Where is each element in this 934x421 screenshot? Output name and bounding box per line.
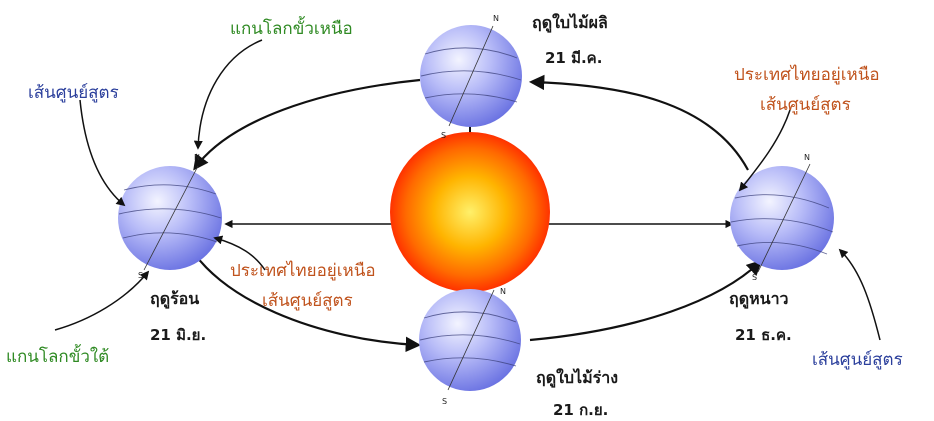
label-equator-left: เส้นศูนย์สูตร: [28, 83, 119, 103]
earth-spring: N S: [420, 14, 522, 140]
orbit-arrow-summer-to-autumn: [184, 237, 422, 353]
pole-n-winter: N: [804, 153, 810, 162]
pole-n-summer: N: [194, 153, 200, 162]
label-thailand-left-1: ประเทศไทยอยู่เหนือ: [230, 260, 376, 281]
pointer-equator-right: [838, 248, 881, 341]
orbit-arrow-autumn-to-winter: [529, 259, 763, 342]
callout-arrows: [54, 39, 881, 341]
season-summer-date: 21 มิ.ย.: [150, 326, 206, 344]
orbit-path: [184, 74, 763, 353]
season-autumn-name: ฤดูใบไม้ร่าง: [536, 368, 618, 389]
pole-n-autumn: N: [500, 287, 506, 296]
season-autumn-date: 21 ก.ย.: [553, 401, 608, 419]
earth-winter: N S: [730, 153, 834, 282]
label-thailand-right-1: ประเทศไทยอยู่เหนือ: [734, 64, 880, 85]
label-north-axis: แกนโลกขั้วเหนือ: [230, 16, 353, 39]
pole-s-autumn: S: [442, 397, 447, 406]
label-south-axis: แกนโลกขั้วใต้: [6, 344, 109, 367]
earth-autumn: N S: [419, 287, 521, 406]
pole-s-spring: S: [441, 131, 446, 140]
pointer-thailand-right: [738, 109, 791, 192]
pole-n-spring: N: [493, 14, 499, 23]
sun: [390, 132, 550, 292]
label-thailand-right-2: เส้นศูนย์สูตร: [760, 95, 851, 115]
orbit-arrow-winter-to-spring: [528, 74, 749, 171]
season-winter-date: 21 ธ.ค.: [735, 326, 792, 344]
pointer-south-axis: [54, 270, 150, 331]
season-winter-name: ฤดูหนาว: [729, 289, 789, 310]
pointer-north-axis: [193, 39, 263, 150]
season-spring-date: 21 มี.ค.: [545, 49, 602, 67]
label-equator-right: เส้นศูนย์สูตร: [812, 350, 903, 370]
season-summer-name: ฤดูร้อน: [150, 289, 199, 310]
pole-s-winter: S: [752, 273, 757, 282]
pointer-thailand-left: [213, 235, 266, 271]
earth-summer: N S: [118, 153, 222, 280]
season-spring-name: ฤดูใบไม้ผลิ: [532, 13, 608, 34]
pointer-equator-left: [79, 99, 126, 207]
label-thailand-left-2: เส้นศูนย์สูตร: [262, 291, 353, 311]
orbit-arrow-spring-to-summer: [193, 78, 421, 171]
